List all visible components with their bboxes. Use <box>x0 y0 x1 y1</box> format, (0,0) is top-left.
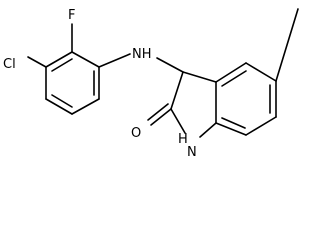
atom-label-lactam-h: H <box>178 132 188 147</box>
bond <box>245 62 277 82</box>
bond <box>182 71 217 83</box>
atom-label-nh: NH <box>132 47 152 62</box>
double-bond-inner <box>51 58 73 72</box>
carbonyl-bond <box>150 108 172 126</box>
double-bond-inner <box>221 117 246 129</box>
bond <box>215 122 247 136</box>
lactam-ring <box>170 71 217 138</box>
bond <box>215 62 247 83</box>
double-bond-inner <box>51 94 73 108</box>
bond-c-nh <box>98 53 131 68</box>
atom-label-lactam-n: N <box>187 145 197 160</box>
bond <box>71 51 100 68</box>
bond-nh-c3 <box>156 57 184 73</box>
carbonyl-bond <box>147 103 169 121</box>
benzo-ring <box>215 62 277 136</box>
atom-label-f: F <box>68 8 75 23</box>
methyl-bond <box>275 8 299 82</box>
molecule-structure-diagram: Cl F NH O H N <box>3 8 299 160</box>
bond <box>199 122 217 138</box>
bond-c-cl <box>27 56 47 68</box>
atom-label-cl: Cl <box>3 57 16 72</box>
atom-label-o: O <box>131 126 141 141</box>
bond <box>170 108 186 134</box>
bond <box>71 98 100 115</box>
bond <box>45 98 73 115</box>
bond <box>45 51 73 68</box>
chlorofluorophenyl-ring <box>45 51 100 115</box>
double-bond-inner <box>221 70 247 87</box>
bond <box>245 116 277 136</box>
bond <box>170 71 184 110</box>
